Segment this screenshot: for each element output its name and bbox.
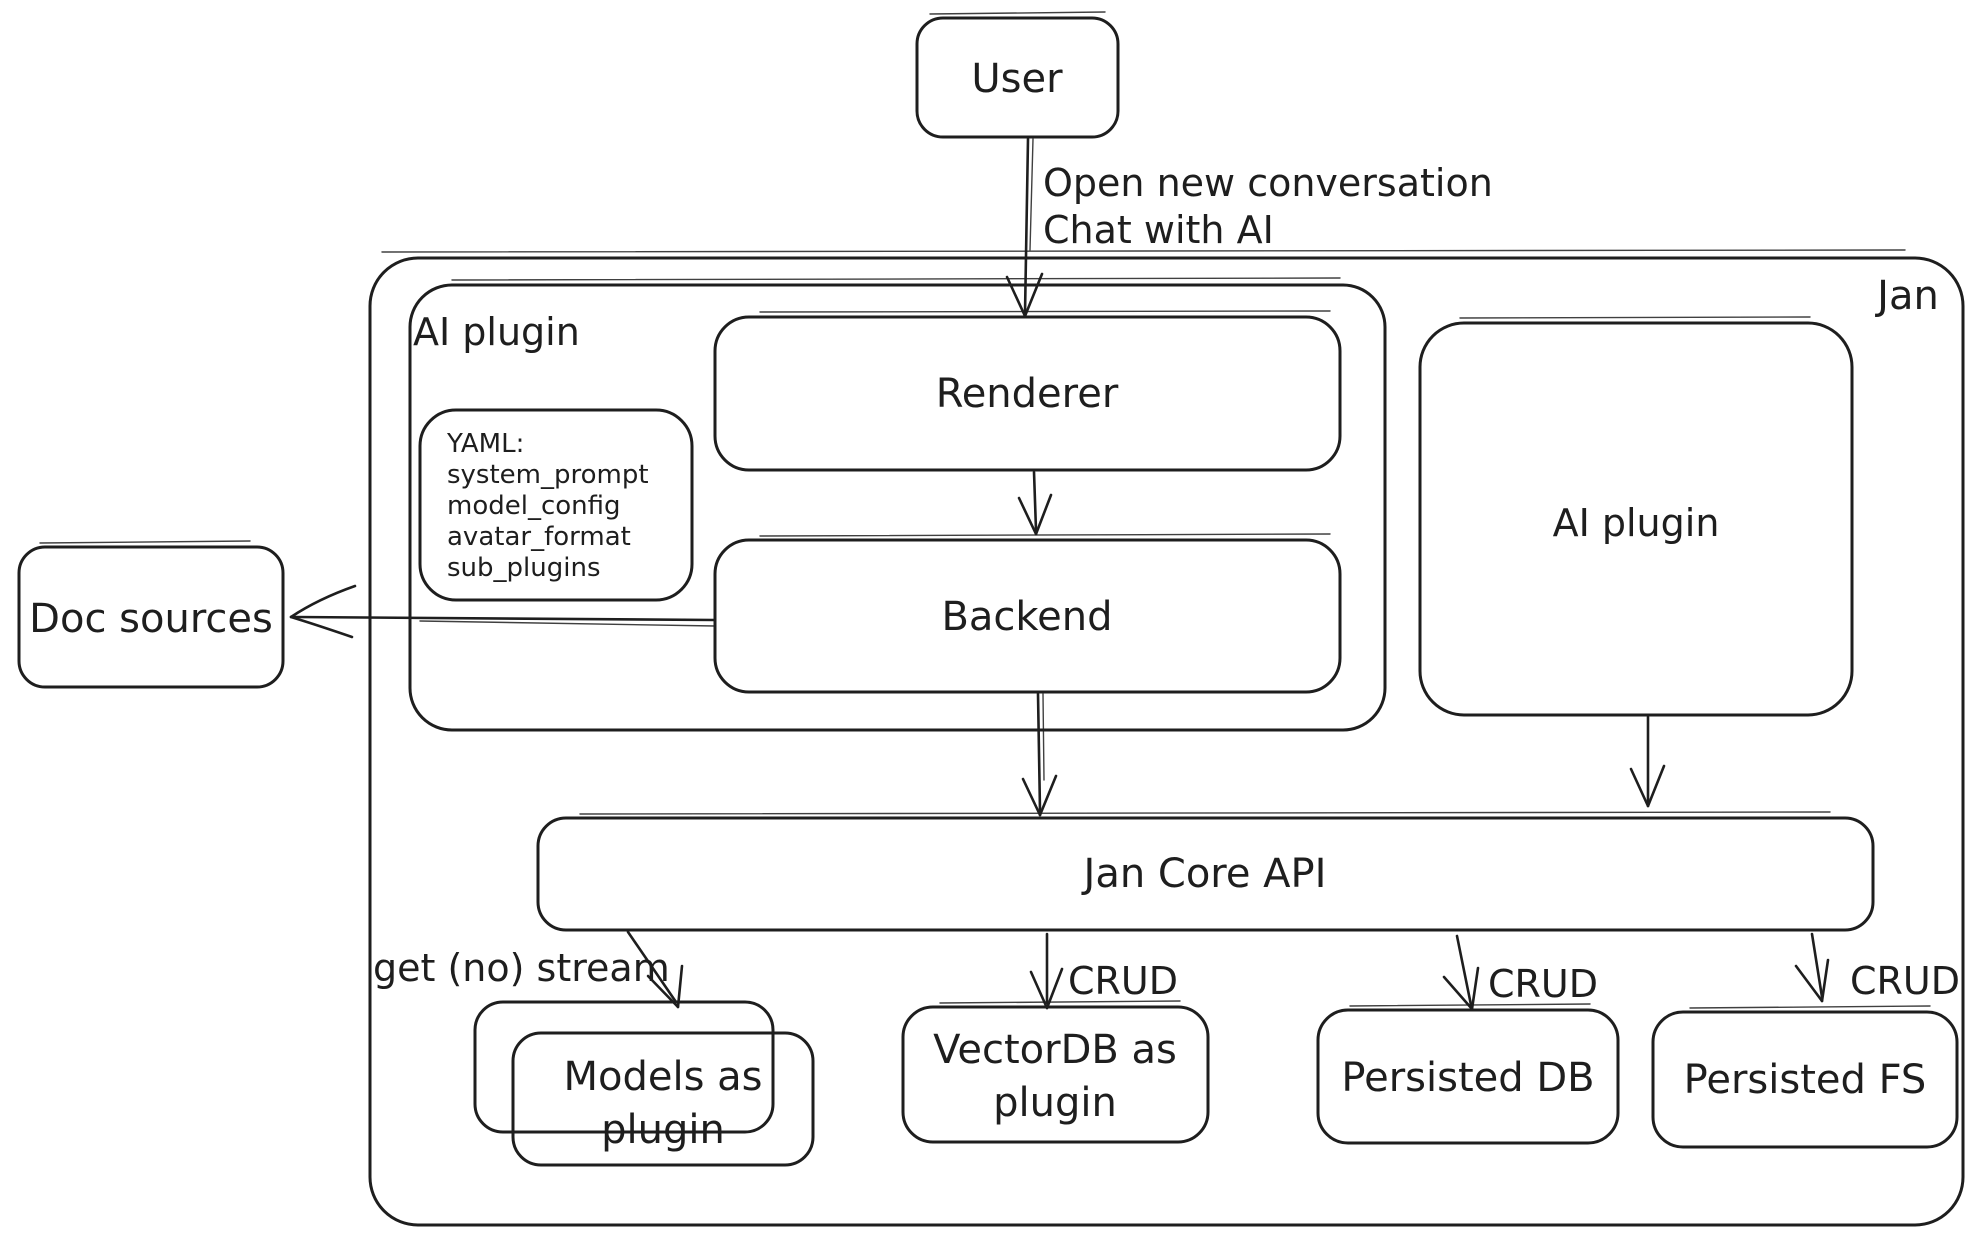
persisted-db-node: Persisted DB (1316, 1003, 1620, 1145)
persisted-fs-label: Persisted FS (1684, 1057, 1927, 1103)
yaml-line-3: avatar_format (447, 522, 631, 552)
edge-label-chat-with-ai: Chat with AI (1043, 208, 1274, 252)
arrow-aiplugin-to-jancore (1629, 715, 1666, 808)
edge-label-crud-persisted-fs: CRUD (1850, 959, 1960, 1003)
jan-core-api-node: Jan Core API (536, 811, 1875, 932)
edge-label-crud-persisted-db: CRUD (1488, 962, 1598, 1006)
arrow-backend-to-doc-sources (289, 584, 717, 639)
backend-node: Backend (713, 533, 1342, 694)
backend-label: Backend (941, 594, 1112, 640)
vectordb-as-plugin-node: VectorDB as plugin (901, 1000, 1210, 1144)
user-node: User (915, 11, 1120, 139)
arrow-jancore-to-models: get (no) stream (373, 930, 684, 1009)
jan-container-label: Jan (1874, 273, 1939, 319)
edge-label-open-conversation: Open new conversation (1043, 161, 1493, 205)
arrow-user-to-renderer: Open new conversation Chat with AI (1005, 137, 1493, 318)
ai-plugin-right-label: AI plugin (1553, 501, 1720, 545)
renderer-label: Renderer (936, 371, 1119, 417)
vectordb-label-line2: plugin (993, 1080, 1117, 1126)
ai-plugin-left-label: AI plugin (413, 310, 580, 354)
ai-plugin-left-container: AI plugin (408, 277, 1387, 732)
yaml-line-1: system_prompt (447, 460, 649, 490)
edge-label-crud-vectordb: CRUD (1068, 959, 1178, 1003)
arrow-backend-to-jancore (1021, 692, 1058, 817)
edge-label-get-no-stream: get (no) stream (373, 946, 670, 990)
yaml-note: YAML: system_prompt model_config avatar_… (418, 408, 694, 602)
persisted-fs-node: Persisted FS (1651, 1005, 1959, 1149)
jan-core-api-label: Jan Core API (1081, 851, 1327, 897)
models-as-plugin-node: Models as plugin (473, 1000, 815, 1167)
arrow-jancore-to-persisted-db: CRUD (1442, 934, 1598, 1011)
arrow-jancore-to-vectordb: CRUD (1029, 932, 1178, 1010)
yaml-line-0: YAML: (446, 429, 524, 459)
vectordb-label-line1: VectorDB as (933, 1027, 1177, 1073)
persisted-db-label: Persisted DB (1341, 1055, 1594, 1101)
arrow-jancore-to-persisted-fs: CRUD (1794, 932, 1960, 1003)
models-as-plugin-label-line2: plugin (601, 1107, 725, 1153)
user-label: User (971, 56, 1063, 102)
jan-container: Jan (368, 249, 1965, 1227)
models-as-plugin-label-line1: Models as (563, 1054, 762, 1100)
doc-sources-label: Doc sources (29, 596, 273, 642)
doc-sources-node: Doc sources (17, 540, 285, 689)
ai-plugin-right-node: AI plugin (1418, 316, 1854, 717)
arrow-renderer-to-backend (1017, 470, 1053, 536)
yaml-line-4: sub_plugins (447, 553, 601, 583)
renderer-node: Renderer (713, 310, 1342, 472)
yaml-line-2: model_config (447, 491, 621, 521)
